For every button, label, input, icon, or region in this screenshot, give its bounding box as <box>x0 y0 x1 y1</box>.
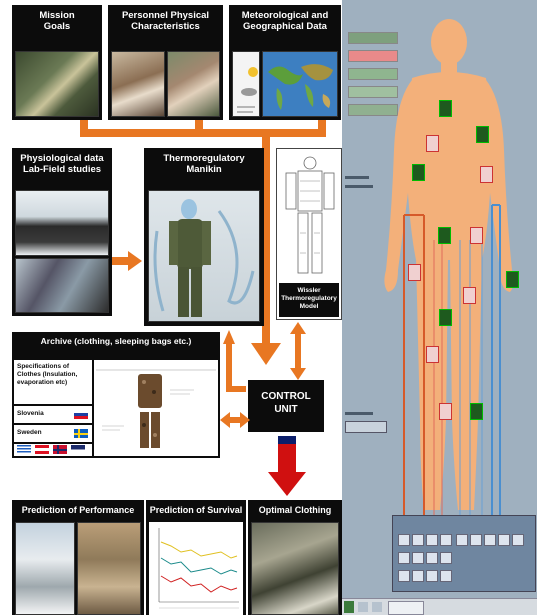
panel-performance: Prediction of Performance <box>12 500 144 615</box>
grid-cell <box>440 534 452 546</box>
grid-cell <box>398 552 410 564</box>
photo-field-study <box>15 190 109 256</box>
flag-row <box>14 444 92 456</box>
grid-cell <box>426 570 438 582</box>
photo-personnel-1 <box>111 51 165 117</box>
weather-icon <box>232 51 260 117</box>
specs-text: Specifications of Clothes (Insulation, e… <box>17 363 77 387</box>
grid-cell <box>398 570 410 582</box>
grid-cell <box>426 534 438 546</box>
sensor-marker-alert <box>426 346 439 363</box>
wissler-label: Wissler Thermoregulatory Model <box>279 287 339 311</box>
sensor-marker <box>476 126 489 143</box>
photo-performance-2 <box>77 522 141 615</box>
sensor-marker <box>439 309 452 326</box>
arrow-archive-control <box>220 410 250 430</box>
grid-cell <box>484 534 496 546</box>
panel-title: Thermoregulatory Manikin <box>144 153 264 175</box>
simulation-screen <box>342 0 537 615</box>
other-flag-icon <box>71 445 85 454</box>
panel-physio: Physiological data Lab-Field studies <box>12 148 112 316</box>
photo-performance-1 <box>15 522 75 615</box>
sensor-marker-alert <box>426 135 439 152</box>
red-down-arrow <box>268 436 306 498</box>
photo-manikin <box>148 190 260 322</box>
grid-cell <box>440 552 452 564</box>
taskbar-icon[interactable] <box>358 602 368 612</box>
greece-flag-icon <box>17 445 31 454</box>
taskbar-icon[interactable] <box>372 602 382 612</box>
panel-title: Archive (clothing, sleeping bags etc.) <box>12 336 220 347</box>
taskbar-window-button[interactable] <box>388 601 424 615</box>
sensor-marker-alert <box>480 166 493 183</box>
austria-flag-icon <box>35 445 49 454</box>
world-map-icon <box>262 51 338 117</box>
readout-block <box>345 412 387 444</box>
panel-title: Optimal Clothing <box>248 505 342 516</box>
control-unit-label: CONTROL UNIT <box>248 390 324 416</box>
sensor-marker <box>412 164 425 181</box>
panel-personnel: Personnel Physical Characteristics <box>108 5 223 120</box>
panel-meteo: Meteorological and Geographical Data <box>229 5 341 120</box>
slovenia-flag-icon <box>74 410 88 419</box>
panel-wissler: Wissler Thermoregulatory Model <box>276 148 342 320</box>
panel-archive: Archive (clothing, sleeping bags etc.) S… <box>12 332 220 458</box>
grid-cell <box>398 534 410 546</box>
panel-title: Prediction of Survival <box>146 505 246 516</box>
panel-mission-goals: Mission Goals <box>12 5 102 120</box>
readout-block <box>345 176 375 202</box>
sensor-marker-alert <box>463 287 476 304</box>
clothing-table <box>94 360 218 456</box>
control-unit: CONTROL UNIT <box>248 380 324 432</box>
sensor-marker <box>470 403 483 420</box>
panel-title: Physiological data Lab-Field studies <box>12 153 112 175</box>
panel-optimal: Optimal Clothing <box>248 500 342 615</box>
specs-box: Specifications of Clothes (Insulation, e… <box>14 360 92 404</box>
panel-title: Mission Goals <box>12 10 102 32</box>
survival-chart <box>149 522 243 615</box>
photo-optimal <box>251 522 339 615</box>
grid-cell <box>426 552 438 564</box>
norway-flag-icon <box>53 445 67 454</box>
arrow-wissler-control <box>288 322 308 380</box>
slovenia-row: Slovenia <box>14 406 92 423</box>
panel-title: Meteorological and Geographical Data <box>229 10 341 32</box>
photo-mission <box>15 51 99 117</box>
panel-title: Personnel Physical Characteristics <box>108 10 223 32</box>
start-button[interactable] <box>344 601 354 613</box>
photo-lab-study <box>15 258 109 313</box>
sensor-marker <box>506 271 519 288</box>
grid-cell <box>440 570 452 582</box>
taskbar <box>342 598 537 615</box>
sensor-marker <box>439 100 452 117</box>
grid-cell <box>470 534 482 546</box>
panel-title: Prediction of Performance <box>12 505 144 516</box>
sensor-marker <box>438 227 451 244</box>
sensor-marker-alert <box>470 227 483 244</box>
sweden-label: Sweden <box>17 429 42 436</box>
grid-cell <box>412 570 424 582</box>
arrow-head-control <box>251 343 281 367</box>
grid-cell <box>412 552 424 564</box>
grid-cell <box>412 534 424 546</box>
wissler-diagram <box>278 153 342 283</box>
sweden-flag-icon <box>74 429 88 438</box>
sensor-marker-alert <box>439 403 452 420</box>
arrow-merge-horizontal <box>80 129 326 137</box>
sensor-marker-alert <box>408 264 421 281</box>
arrow-manikin-control <box>218 330 248 410</box>
photo-personnel-2 <box>167 51 220 117</box>
grid-cell <box>512 534 524 546</box>
panel-manikin: Thermoregulatory Manikin <box>144 148 264 326</box>
panel-survival: Prediction of Survival <box>146 500 246 615</box>
grid-cell <box>498 534 510 546</box>
wissler-label-box: Wissler Thermoregulatory Model <box>279 283 339 317</box>
grid-cell <box>456 534 468 546</box>
sweden-row: Sweden <box>14 425 92 442</box>
arrow-head-manikin <box>128 251 142 271</box>
slovenia-label: Slovenia <box>17 410 44 417</box>
